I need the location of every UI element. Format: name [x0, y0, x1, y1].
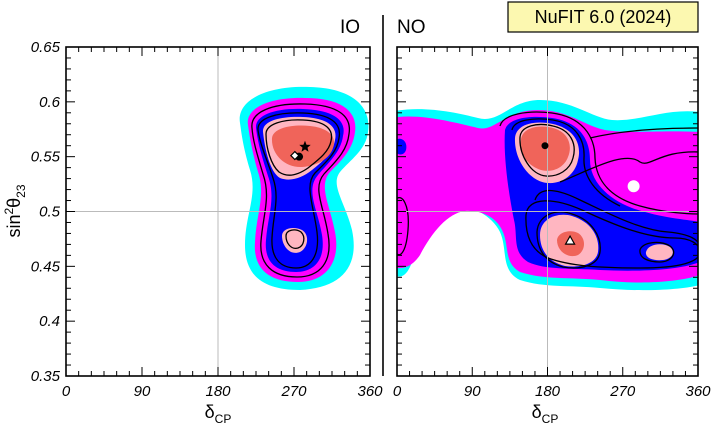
no-region-2sigma-left	[397, 138, 407, 155]
y-tick-label: 0.6	[39, 94, 61, 111]
y-tick-label: 0.45	[31, 258, 61, 275]
io-x-axis-title: δCP	[205, 402, 232, 426]
io-star-marker	[299, 140, 311, 152]
y-tick-label: 0.55	[31, 149, 61, 166]
no-contour-lines	[397, 111, 698, 269]
x-tick-label: 0	[62, 383, 71, 400]
version-badge: NuFIT 6.0 (2024)	[507, 1, 699, 33]
x-tick-label: 0	[393, 383, 402, 400]
no-ticks	[396, 46, 699, 377]
x-tick-label: 90	[464, 383, 481, 400]
y-axis-title: sin2θ23	[2, 184, 28, 237]
x-tick-label: 360	[357, 383, 383, 400]
version-badge-text: NuFIT 6.0 (2024)	[535, 7, 672, 27]
x-tick-label: 270	[609, 383, 636, 400]
no-panel-label: NO	[397, 17, 426, 38]
y-tick-label: 0.35	[31, 368, 61, 385]
version-badge-box	[507, 1, 699, 33]
x-tick-label: 180	[205, 383, 231, 400]
io-best-fit-markers	[289, 140, 311, 161]
y-tick-label: 0.5	[39, 204, 61, 221]
io-gridlines	[66, 47, 370, 376]
no-open-circle-marker	[627, 180, 640, 193]
x-tick-label: 270	[280, 383, 307, 400]
no-best-fit-markers	[541, 142, 640, 245]
io-panel-label: IO	[340, 17, 360, 38]
io-y-tick-labels: 0.35 0.4 0.45 0.5 0.55 0.6 0.65	[31, 39, 61, 385]
x-tick-label: 180	[535, 383, 561, 400]
no-circle-marker	[541, 142, 549, 150]
x-tick-label: 360	[685, 383, 711, 400]
no-gridlines	[397, 47, 698, 376]
no-triangle-marker	[564, 234, 576, 245]
no-x-tick-labels: 0 90 180 270 360	[393, 383, 711, 400]
no-x-axis-title: δCP	[532, 402, 559, 426]
no-contours	[397, 100, 698, 291]
x-tick-label: 90	[134, 383, 151, 400]
no-panel: 0 90 180 270 360 δCP NO	[393, 17, 711, 426]
no-region-1sigma-right	[645, 244, 673, 261]
io-ticks	[65, 46, 371, 377]
y-tick-label: 0.65	[31, 39, 61, 56]
io-diamond-marker	[289, 150, 300, 161]
io-contours	[239, 86, 369, 290]
io-x-tick-labels: 0 90 180 270 360	[62, 383, 383, 400]
io-contour-lines	[251, 103, 351, 278]
y-tick-label: 0.4	[39, 313, 60, 330]
io-panel: 0.35 0.4 0.45 0.5 0.55 0.6 0.65 0 90 180…	[2, 17, 383, 426]
